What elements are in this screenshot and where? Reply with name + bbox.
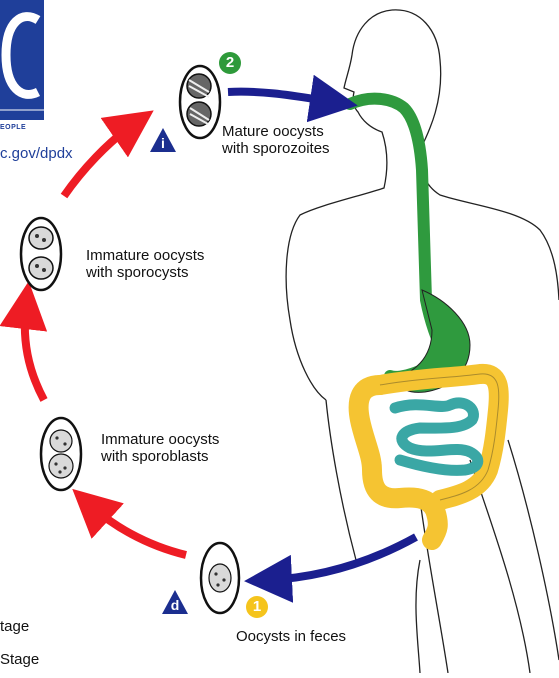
infective-stage-badge: i <box>150 128 176 152</box>
infective-stage-letter: i <box>150 135 176 151</box>
small-intestine <box>395 403 478 470</box>
mature-oocyst-label: Mature oocysts with sporozoites <box>222 123 330 157</box>
diagnostic-stage-badge: d <box>162 590 188 614</box>
diagnostic-stage-letter: d <box>162 597 188 613</box>
dpdx-url[interactable]: c.gov/dpdx <box>0 145 73 162</box>
sporocyst-oocyst <box>21 218 61 290</box>
logo-subtitle: EOPLE <box>0 124 26 131</box>
legend-item-infective: tage <box>0 618 29 635</box>
stage-number-badge-2: 2 <box>219 52 241 74</box>
feces-label: Oocysts in feces <box>236 628 346 645</box>
cdc-logo <box>0 0 44 120</box>
sporoblast-oocyst <box>41 418 81 490</box>
sporocyst-label: Immature oocysts with sporocysts <box>86 247 204 281</box>
esophagus-stomach <box>350 99 470 393</box>
sporoblast-label: Immature oocysts with sporoblasts <box>101 431 219 465</box>
stage-number-badge-1: 1 <box>246 596 268 618</box>
mature-oocyst <box>180 66 220 138</box>
feces-oocyst <box>201 543 239 613</box>
red-arrows <box>25 124 186 555</box>
legend-item-diagnostic: Stage <box>0 651 39 668</box>
